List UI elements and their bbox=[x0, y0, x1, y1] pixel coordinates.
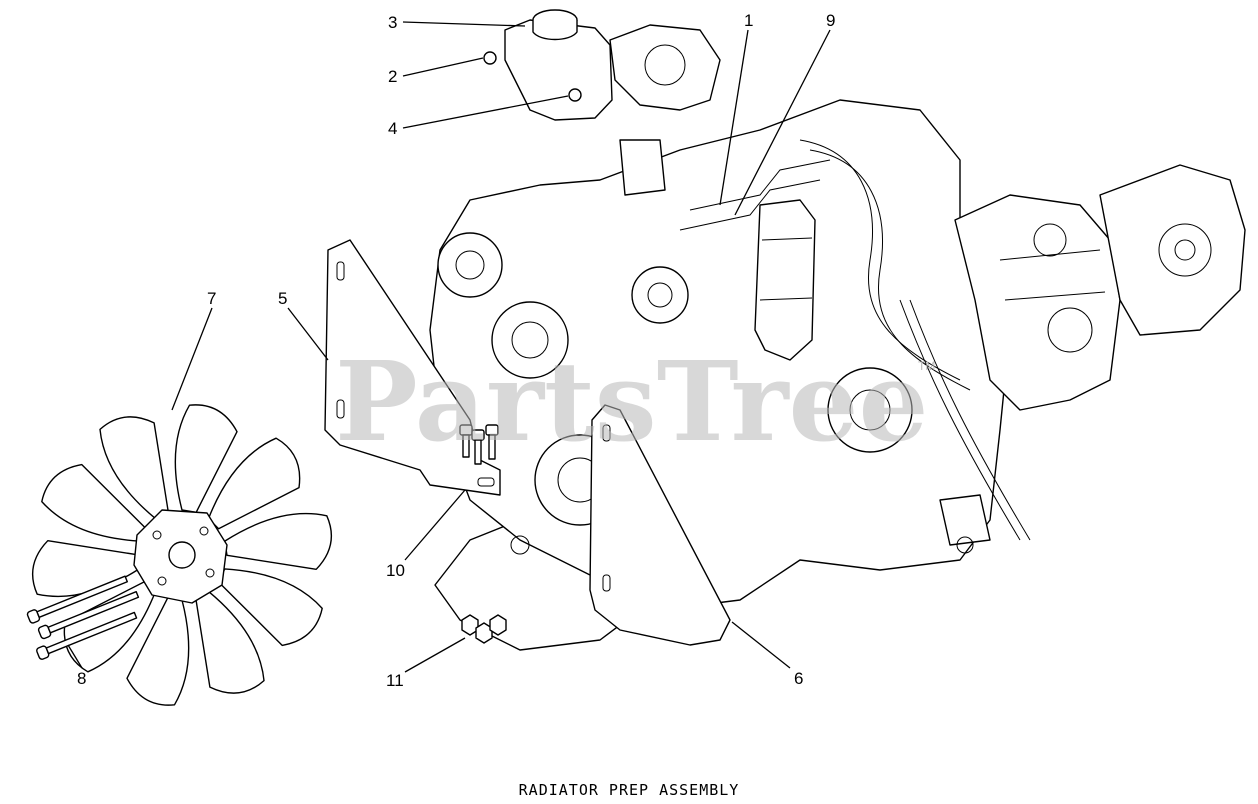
fan-blade bbox=[224, 512, 333, 570]
fan-blade bbox=[41, 463, 147, 542]
callout-9: 9 bbox=[826, 11, 835, 30]
coolant-reservoir bbox=[483, 9, 613, 121]
fan-blade bbox=[207, 437, 301, 530]
reservoir-fitting-top bbox=[483, 51, 497, 65]
watermark: PartsTree bbox=[335, 337, 929, 466]
fan-blade bbox=[31, 540, 140, 598]
fan-bracket-left bbox=[324, 239, 501, 496]
callout-6: 6 bbox=[794, 669, 803, 688]
callout-10: 10 bbox=[386, 561, 405, 580]
fan-blade bbox=[195, 590, 265, 694]
reservoir-fitting-bottom bbox=[568, 88, 582, 102]
callout-8: 8 bbox=[77, 669, 86, 688]
fan-blade bbox=[126, 597, 190, 706]
diagram-caption: RADIATOR PREP ASSEMBLY bbox=[518, 781, 740, 799]
fan-hub-bolt-hole bbox=[152, 530, 162, 540]
fan-hub-bolt-hole bbox=[157, 576, 167, 586]
callout-5: 5 bbox=[278, 289, 287, 308]
fan-blade bbox=[99, 416, 169, 520]
fan-hub-bore bbox=[168, 541, 196, 569]
fan-blade bbox=[217, 568, 323, 647]
callout-4: 4 bbox=[388, 119, 397, 138]
fan-blade bbox=[174, 404, 238, 513]
cooling-fan bbox=[31, 404, 333, 706]
callout-3: 3 bbox=[388, 13, 397, 32]
callout-1: 1 bbox=[744, 11, 753, 30]
hydraulic-pump bbox=[954, 164, 1246, 411]
callout-2: 2 bbox=[388, 67, 397, 86]
fan-bracket-right bbox=[589, 404, 731, 646]
fan-bolts bbox=[26, 575, 140, 660]
fan-hub-bolt-hole bbox=[205, 568, 215, 578]
bracket-bolts bbox=[459, 424, 499, 465]
engine-assembly bbox=[429, 24, 1031, 651]
watermark-trademark: TM bbox=[918, 359, 935, 373]
fan-hub-bolt-hole bbox=[199, 526, 209, 536]
callout-11: 11 bbox=[386, 671, 404, 690]
callout-7: 7 bbox=[207, 289, 216, 308]
callout-labels: 3 2 4 1 9 5 7 10 11 6 8 bbox=[77, 11, 835, 690]
leader-lines bbox=[67, 21, 831, 673]
flange-nuts bbox=[461, 614, 507, 644]
